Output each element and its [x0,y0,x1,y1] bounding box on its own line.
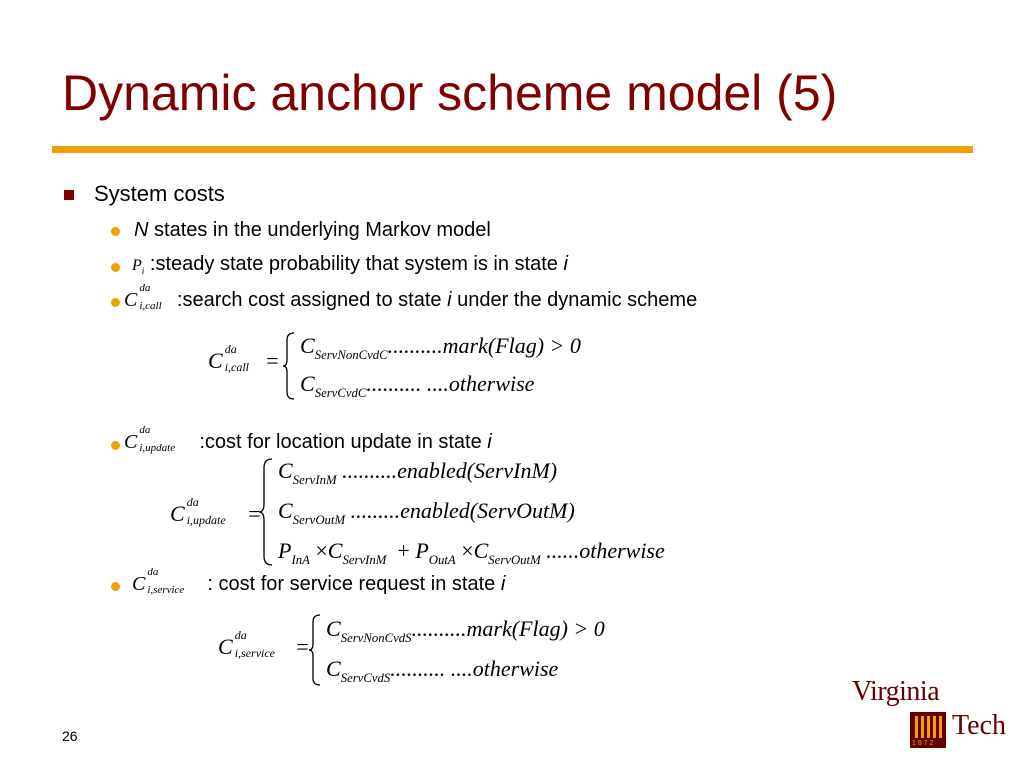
p-text: :steady state probability that system is… [149,253,564,275]
virginia-tech-logo: Virginia 1 8 7 2 Tech [852,676,1006,752]
eq-call-equals: = [266,348,279,373]
call-text-a: :search cost assigned to state [176,289,448,311]
eq-update-r2-sub: ServOutM [292,512,346,527]
eq-update-r3-c1: C [327,538,343,563]
bullet-n-states: N states in the underlying Markov model [134,219,491,242]
bullet-p-i: Pi :steady state probability that system… [132,253,568,278]
eq-update-r3-tail: ......otherwise [546,538,665,563]
service-sup: da [147,566,159,578]
eq-service-lhs-symbol: C [218,634,233,659]
eq-service-r2-sub: ServCvdS [340,670,391,685]
bullet-system-costs: System costs [94,181,225,206]
eq-call-r1-sub: ServNonCvdC [314,347,388,362]
eq-update-r2-tail: .........enabled(ServOutM) [350,498,575,523]
call-sup: da [139,282,151,294]
eq-update-r3-c1-sub: ServInM [342,552,387,567]
update-sup: da [139,424,151,436]
update-symbol: C [124,431,138,453]
eq-service-r1-tail: ..........mark(Flag) > 0 [411,616,605,641]
eq-service-lhs-sup: da [234,628,247,642]
n-text: states in the underlying Markov model [148,219,491,241]
eq-update-row2: CServOutM .........enabled(ServOutM) [278,498,575,527]
eq-update-r3-p2: P [415,538,429,563]
service-var: i [500,573,506,595]
p-sub: i [141,267,145,278]
eq-call-lhs-sup: da [224,342,237,356]
eq-service-r1-symbol: C [326,616,341,641]
service-text: : cost for service request in state [207,573,501,595]
eq-update-r2-symbol: C [278,498,293,523]
eq-call-row2: CServCvdC.......... ....otherwise [300,371,535,400]
eq-update-r1-sub: ServInM [292,472,337,487]
title-underline [52,146,973,153]
dot-bullet-icon [111,582,120,591]
eq-service-row2: CServCvdS.......... ....otherwise [326,656,559,685]
eq-service-lhs-sub: i,service [234,646,275,660]
eq-update-lhs-sub: i,update [186,513,226,527]
update-var: i [487,431,492,453]
eq-update-r3-c2: C [473,538,489,563]
eq-call-r1-tail: ..........mark(Flag) > 0 [387,333,581,358]
eq-update-r3-p1: P [278,538,292,563]
eq-call-brace-icon [282,332,295,400]
eq-call-lhs-symbol: C [208,348,223,373]
page-number: 26 [62,728,78,744]
eq-call-r2-sub: ServCvdC [314,385,367,400]
p-symbol: P [132,257,142,274]
eq-update-r3-plus: + [397,538,410,563]
call-sub: i,call [139,300,162,312]
logo-line1: Virginia [852,676,940,707]
eq-call-r2-tail: .......... ....otherwise [366,371,535,396]
eq-update-r3-c2-sub: ServOutM [488,552,541,567]
call-var: i [447,289,452,311]
eq-service-row1: CServNonCvdS..........mark(Flag) > 0 [326,616,605,645]
eq-service-equals: = [296,634,309,659]
eq-service-r2-symbol: C [326,656,341,681]
eq-service-r2-tail: .......... ....otherwise [390,656,559,681]
eq-update-r3-times1: × [315,538,328,563]
eq-update-r3-p2-sub: OutA [428,552,456,567]
eq-update-equals: = [248,501,261,526]
eq-update-r3-times2: × [461,538,474,563]
logo-year: 1 8 7 2 [912,740,934,747]
eq-call-r1-symbol: C [300,333,315,358]
eq-update-lhs-sup: da [186,495,199,509]
p-var: i [563,253,568,275]
eq-service-r1-sub: ServNonCvdS [340,630,412,645]
eq-update-row1: CServInM ..........enabled(ServInM) [278,458,558,487]
dot-bullet-icon [111,227,120,236]
eq-call-r2-symbol: C [300,371,315,396]
dot-bullet-icon [111,263,120,272]
call-symbol: C [124,289,138,311]
update-text: :cost for location update in state [199,431,488,453]
update-sub: i,update [139,442,176,454]
slide-title: Dynamic anchor scheme model (5) [62,65,838,121]
eq-service-brace-icon [308,614,321,686]
service-symbol: C [132,573,146,595]
eq-call-lhs-sub: i,call [224,360,250,374]
logo-line2: Tech [952,710,1007,741]
call-text-b: under the dynamic scheme [451,289,698,311]
eq-update-r1-symbol: C [278,458,293,483]
eq-update-lhs-symbol: C [170,501,185,526]
service-sub: i,service [147,584,185,596]
dot-bullet-icon [111,298,120,307]
n-variable: N [134,219,149,241]
square-bullet-icon [64,190,74,200]
dot-bullet-icon [111,441,120,450]
logo-crest-icon [910,712,946,748]
eq-update-r3-p1-sub: InA [291,552,310,567]
eq-call-row1: CServNonCvdC..........mark(Flag) > 0 [300,333,581,362]
eq-update-brace-icon [258,458,273,566]
eq-update-row3: PInA ×CServInM + POutA ×CServOutM ......… [278,538,665,567]
eq-update-r1-tail: ..........enabled(ServInM) [342,458,558,483]
